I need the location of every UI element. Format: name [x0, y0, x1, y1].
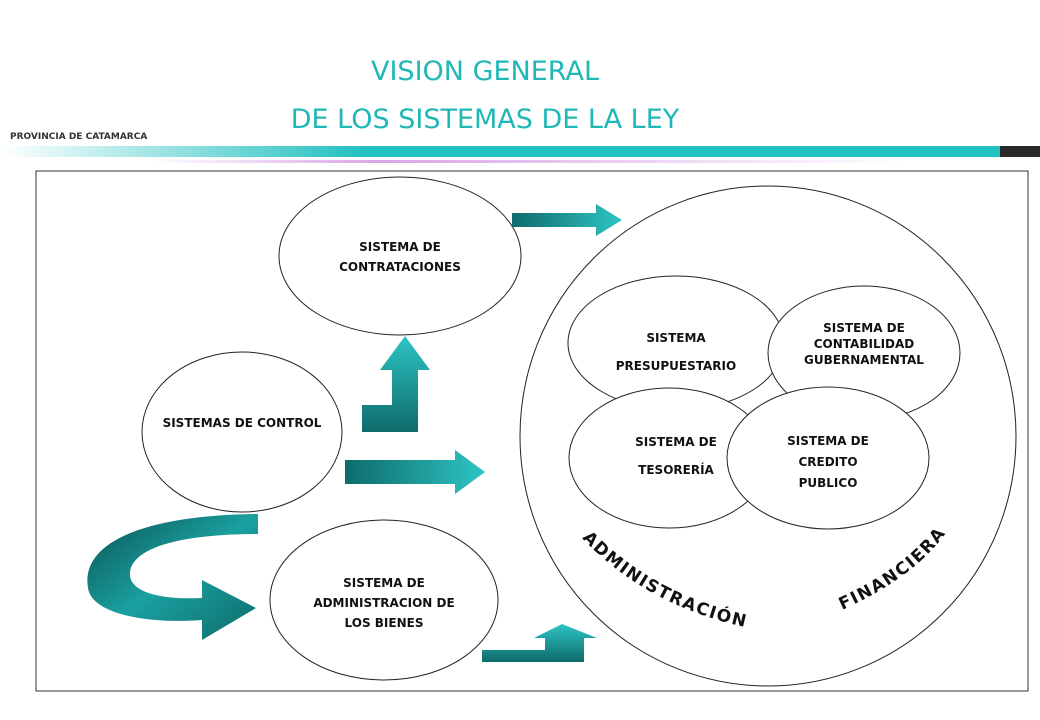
label-control-line-1: SISTEMAS DE CONTROL	[162, 416, 322, 430]
header-bar-teal	[0, 146, 1040, 157]
arrow-up-bottom	[482, 624, 597, 662]
label-bienes-line-3: LOS BIENES	[344, 616, 424, 630]
header-bar-violet	[150, 160, 910, 163]
label-contrataciones-line-2: CONTRATACIONES	[339, 260, 461, 274]
province-label: PROVINCIA DE CATAMARCA	[10, 132, 148, 142]
arrow-right-middle	[345, 450, 485, 494]
title-line-2: DE LOS SISTEMAS DE LA LEY	[290, 104, 680, 135]
label-credito-line-3: PUBLICO	[798, 476, 858, 490]
label-tesoreria-line-2: TESORERÍA	[638, 463, 714, 477]
label-credito-line-1: SISTEMA DE	[787, 434, 869, 448]
header-bar-dark	[1000, 146, 1040, 157]
label-bienes-line-1: SISTEMA DE	[343, 576, 425, 590]
label-bienes-line-2: ADMINISTRACION DE	[313, 596, 455, 610]
label-bienes: SISTEMA DE ADMINISTRACION DE LOS BIENES	[284, 573, 484, 633]
label-presupuestario-line-2: PRESUPUESTARIO	[615, 359, 737, 373]
node-contrataciones	[278, 176, 522, 336]
label-contabilidad-line-1: SISTEMA DE	[823, 321, 905, 335]
label-credito-line-2: CREDITO	[798, 455, 858, 469]
label-contabilidad-line-3: GUBERNAMENTAL	[804, 353, 924, 367]
label-contabilidad-line-2: CONTABILIDAD	[813, 337, 915, 351]
label-presupuestario-line-1: SISTEMA	[646, 331, 706, 345]
arrow-curved-control-bienes	[87, 514, 258, 640]
diagram-frame	[35, 170, 1029, 692]
label-credito: SISTEMA DE CREDITO PUBLICO	[740, 431, 916, 494]
node-bienes	[269, 519, 499, 681]
label-contrataciones-line-1: SISTEMA DE	[359, 240, 441, 254]
node-control	[141, 351, 343, 513]
arrow-right-top	[512, 204, 622, 236]
arrow-up-contrataciones	[362, 336, 430, 432]
label-control: SISTEMAS DE CONTROL	[142, 413, 342, 433]
label-contabilidad: SISTEMA DE CONTABILIDAD GUBERNAMENTAL	[774, 320, 954, 368]
label-presupuestario: SISTEMA PRESUPUESTARIO	[576, 324, 776, 380]
label-tesoreria-line-1: SISTEMA DE	[635, 435, 717, 449]
label-tesoreria: SISTEMA DE TESORERÍA	[576, 428, 776, 484]
node-credito	[726, 386, 930, 530]
header-divider	[0, 146, 1040, 163]
title-line-1: VISION GENERAL	[371, 56, 599, 87]
label-contrataciones: SISTEMA DE CONTRATACIONES	[300, 237, 500, 277]
